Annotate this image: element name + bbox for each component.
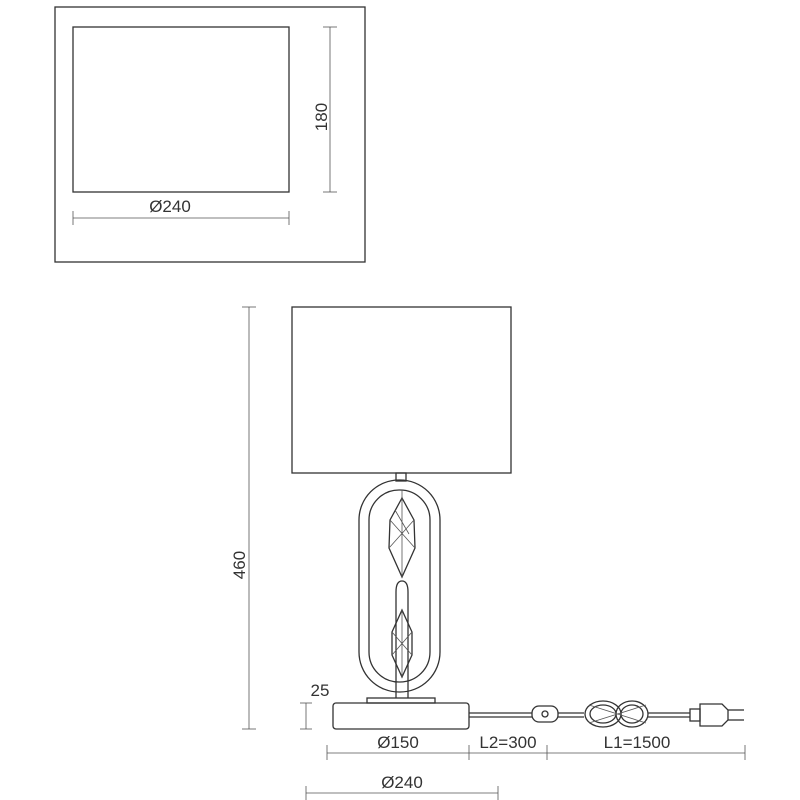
base-diameter-label: Ø150 xyxy=(377,733,419,752)
lamp-shade xyxy=(291,306,512,474)
overall-width-label: Ø240 xyxy=(381,773,423,792)
overall-width-dimension: Ø240 xyxy=(305,773,499,800)
lower-crystal xyxy=(391,608,413,679)
frame-inner-loop xyxy=(368,489,431,683)
cable-l2-label: L2=300 xyxy=(479,733,536,752)
base-height-dimension: 25 xyxy=(300,681,330,730)
base-top-plate xyxy=(366,697,436,704)
bottom-dimension-row: Ø150 L2=300 L1=1500 xyxy=(326,733,746,760)
cable-l1-label: L1=1500 xyxy=(604,733,671,752)
power-cable xyxy=(469,700,744,728)
base-height-label: 25 xyxy=(311,681,330,700)
inner-stem xyxy=(395,580,409,698)
cable-coil xyxy=(584,700,649,728)
shade-height-dimension: 180 xyxy=(312,26,337,193)
total-height-label: 460 xyxy=(230,551,249,579)
shade-height-label: 180 xyxy=(312,103,331,131)
top-view-frame xyxy=(54,6,366,263)
inline-switch xyxy=(531,705,559,723)
total-height-dimension: 460 xyxy=(230,306,256,730)
frame-outer-loop xyxy=(358,479,441,693)
shade-front-view xyxy=(72,26,290,193)
shade-diameter-label: Ø240 xyxy=(149,197,191,216)
upper-crystal xyxy=(388,490,416,579)
top-view: Ø240 180 xyxy=(54,6,366,263)
shade-width-dimension: Ø240 xyxy=(72,197,290,225)
lamp-base xyxy=(332,702,470,730)
shade-connector xyxy=(395,472,407,482)
power-plug xyxy=(689,703,744,727)
side-view: 460 25 Ø150 L2=300 L1=1500 Ø240 xyxy=(230,306,746,800)
